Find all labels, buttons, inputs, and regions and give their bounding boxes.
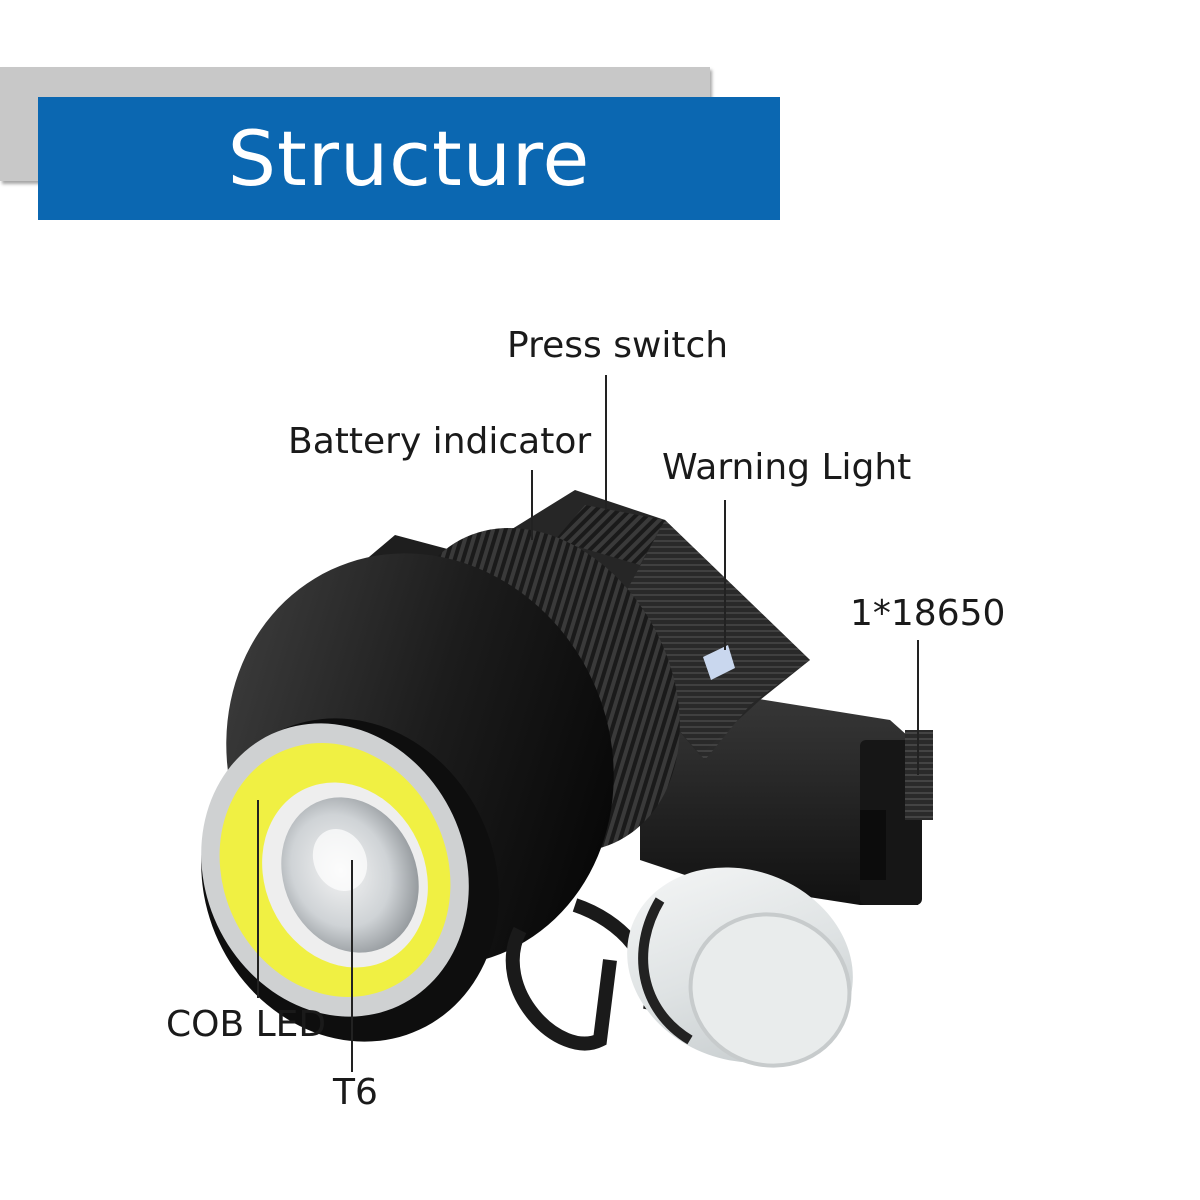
callout-cob-led: COB LED [166,1004,327,1045]
callout-warning-light: Warning Light [662,447,912,488]
callout-battery-indicator: Battery indicator [288,421,592,462]
header-banner: Structure [38,97,780,220]
callout-battery: 1*18650 [850,593,1006,634]
callout-press-switch: Press switch [507,325,729,366]
page-title: Structure [227,114,591,203]
callout-t6: T6 [333,1072,378,1113]
